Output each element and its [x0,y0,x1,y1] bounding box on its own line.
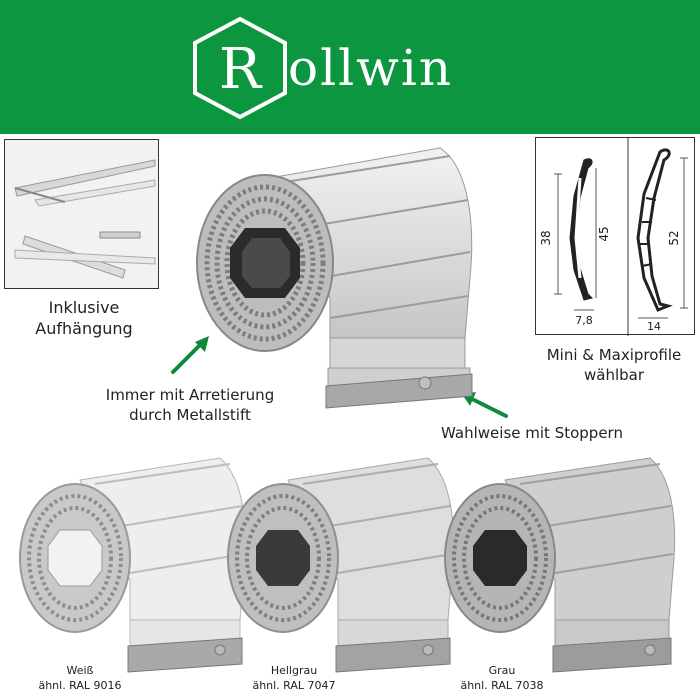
maxi-height-label: 52 [667,230,681,245]
profile-label: Mini & Maxiprofile wählbar [528,346,700,385]
brand-name: ollwin [288,39,454,97]
variant-label-weiss: Weiß ähnl. RAL 9016 [30,664,130,694]
variant-label-grau: Grau ähnl. RAL 7038 [452,664,552,694]
shutter-roll-grey [444,457,676,673]
stopper-label: Wahlweise mit Stoppern [441,424,623,442]
header-banner: R ollwin [0,0,700,134]
logo-initial: R [219,37,263,102]
variant-ral: ähnl. RAL 9016 [38,678,122,692]
main-shutter-roll [196,147,473,409]
profile-label-text: Mini & Maxiprofile wählbar [546,346,682,384]
variant-label-hellgrau: Hellgrau ähnl. RAL 7047 [244,664,344,694]
hanger-label-text: Inklusive Aufhängung [35,298,133,338]
variant-ral: ähnl. RAL 7038 [460,678,544,692]
variant-ral: ähnl. RAL 7047 [252,678,336,692]
shutter-roll-white [19,457,246,673]
profile-drawing: 38 45 7,8 52 14 [539,138,688,336]
lock-label: Immer mit Arretierung durch Metallstift [90,386,290,425]
hanger-label: Inklusive Aufhängung [4,298,164,340]
hanger-photo [4,139,159,289]
profile-diagram: 38 45 7,8 52 14 [535,137,695,336]
mini-inner-label: 45 [597,226,611,241]
lock-label-text: Immer mit Arretierung durch Metallstift [105,386,275,424]
variant-name: Grau [488,664,516,677]
variant-name: Hellgrau [270,664,318,677]
hanger-illustration [5,140,158,288]
mini-width-label: 7,8 [575,314,593,327]
maxi-width-label: 14 [647,320,661,333]
arrow-icon [171,336,209,374]
shutter-roll-light-grey [227,457,454,673]
mini-height-label: 38 [539,230,553,245]
variant-name: Weiß [66,664,94,677]
logo-hexagon-icon: R [193,16,287,120]
